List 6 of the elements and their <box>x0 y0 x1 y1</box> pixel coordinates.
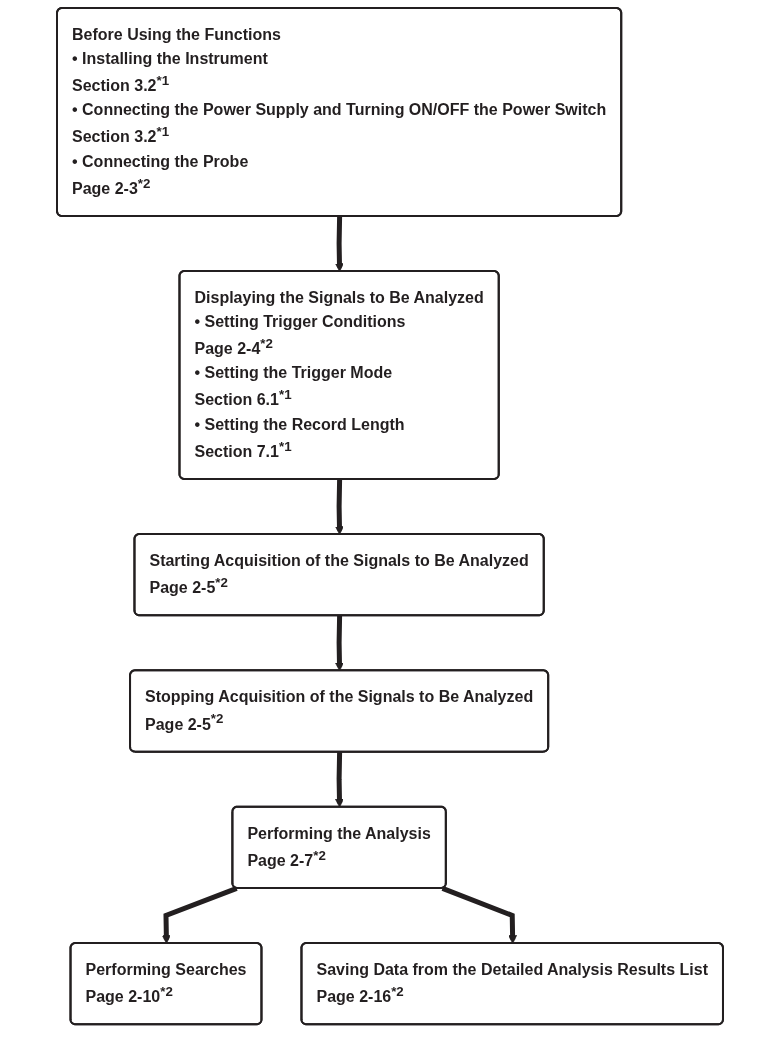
arrow <box>441 886 517 944</box>
arrow <box>335 615 344 672</box>
arrow <box>335 479 344 535</box>
arrow <box>335 752 344 808</box>
arrow <box>161 885 238 944</box>
arrow <box>335 216 344 272</box>
